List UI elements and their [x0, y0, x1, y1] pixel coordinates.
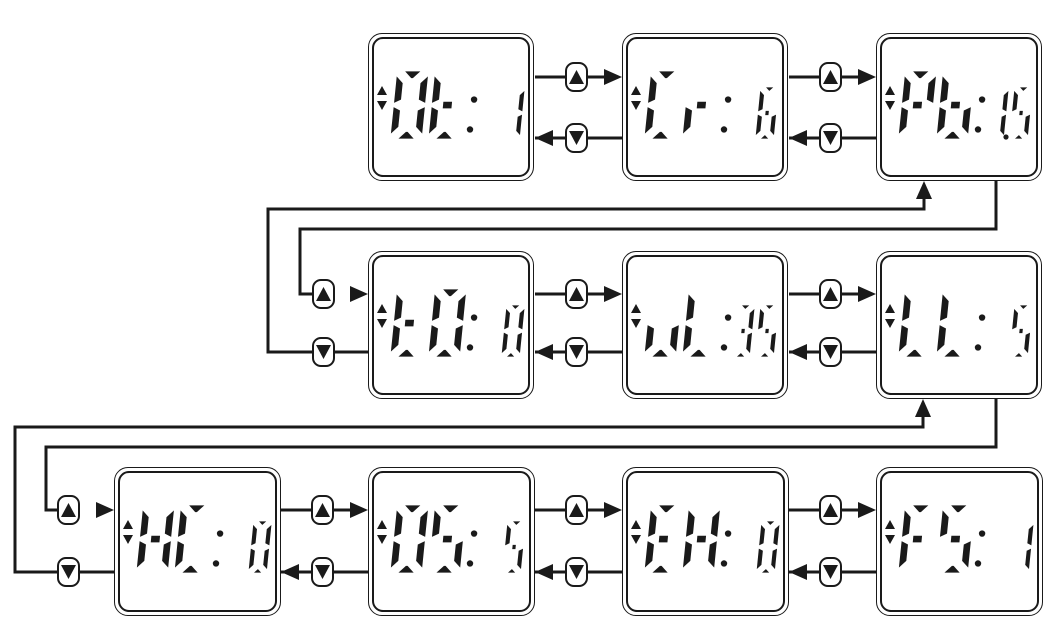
lcd-screen-Cr: Cr: 6: [622, 33, 788, 181]
down-button[interactable]: [57, 557, 80, 587]
lcd-readout: [123, 504, 273, 574]
lcd-readout: [885, 504, 1035, 574]
parameter-value: [515, 89, 526, 137]
up-triangle-icon: [315, 503, 330, 517]
up-triangle-icon: [569, 287, 584, 301]
parameter-code: [897, 70, 972, 140]
parameter-code: [897, 504, 972, 574]
parameter-value: [734, 304, 777, 358]
lcd-readout: [631, 70, 777, 140]
parameter-code: [389, 70, 454, 140]
lcd-screen-Ot: Ot: 1: [368, 33, 534, 181]
down-button[interactable]: [819, 337, 842, 367]
lcd-screen-FS: FS: 1: [876, 467, 1043, 616]
down-triangle-icon: [61, 565, 76, 579]
down-triangle-icon: [315, 565, 330, 579]
up-triangle-icon: [569, 70, 584, 84]
parameter-value: [500, 304, 526, 358]
parameter-code: [643, 70, 707, 140]
up-button[interactable]: [312, 279, 335, 309]
up-button[interactable]: [819, 495, 842, 525]
up-triangle-icon: [316, 287, 331, 301]
parameter-code: [643, 504, 721, 574]
lcd-readout: [631, 504, 781, 574]
lcd-screen-LL: LL: 5: [876, 251, 1042, 399]
up-down-indicator-icon: [377, 304, 387, 328]
down-triangle-icon: [569, 131, 584, 145]
parameter-code: [643, 292, 708, 358]
up-down-indicator-icon: [377, 86, 387, 110]
down-button[interactable]: [312, 337, 335, 367]
up-triangle-icon: [823, 70, 838, 84]
parameter-value: [1011, 304, 1031, 358]
up-button[interactable]: [565, 279, 588, 309]
parameter-value: [247, 520, 273, 574]
up-triangle-icon: [61, 503, 76, 517]
down-button[interactable]: [819, 557, 842, 587]
down-button[interactable]: [565, 337, 588, 367]
up-down-indicator-icon: [377, 520, 387, 544]
lcd-screen-uL: uL: 35: [622, 251, 788, 399]
lcd-readout: [377, 504, 524, 574]
parameter-code: [135, 504, 207, 574]
parameter-value: [754, 86, 777, 140]
lcd-screen-Pb: Pb: 1.5: [876, 33, 1042, 181]
parameter-value: [999, 86, 1031, 140]
parameter-value: [755, 520, 781, 574]
lcd-screen-t0: t0: 0: [368, 251, 534, 399]
lcd-readout: [631, 292, 777, 358]
up-button[interactable]: [311, 495, 334, 525]
up-down-indicator-icon: [631, 304, 641, 328]
parameter-value: [1024, 523, 1035, 571]
lcd-screen-EH: EH: 0: [622, 467, 789, 616]
lcd-readout: [885, 70, 1031, 140]
up-down-indicator-icon: [885, 86, 895, 110]
down-triangle-icon: [823, 131, 838, 145]
up-down-indicator-icon: [885, 304, 895, 328]
down-button[interactable]: [565, 557, 588, 587]
down-triangle-icon: [569, 565, 584, 579]
down-triangle-icon: [823, 565, 838, 579]
down-button[interactable]: [819, 123, 842, 153]
lcd-readout: [377, 70, 526, 140]
lcd-readout: [885, 292, 1031, 358]
up-triangle-icon: [823, 287, 838, 301]
up-button[interactable]: [565, 495, 588, 525]
down-button[interactable]: [311, 557, 334, 587]
up-button[interactable]: [565, 62, 588, 92]
up-down-indicator-icon: [885, 520, 895, 544]
parameter-code: [897, 292, 962, 358]
up-triangle-icon: [569, 503, 584, 517]
up-button[interactable]: [819, 62, 842, 92]
lcd-screen-OS: OS: 5: [368, 467, 535, 616]
up-triangle-icon: [823, 503, 838, 517]
up-down-indicator-icon: [631, 520, 641, 544]
down-triangle-icon: [569, 345, 584, 359]
parameter-code: [389, 504, 464, 574]
down-triangle-icon: [823, 345, 838, 359]
lcd-screen-HC: HC: 0: [114, 467, 281, 616]
parameter-code: [389, 288, 467, 358]
up-down-indicator-icon: [123, 520, 133, 544]
down-button[interactable]: [565, 123, 588, 153]
lcd-readout: [377, 288, 526, 358]
up-button[interactable]: [819, 279, 842, 309]
up-button[interactable]: [57, 495, 80, 525]
up-down-indicator-icon: [631, 86, 641, 110]
parameter-value: [504, 520, 524, 574]
down-triangle-icon: [316, 345, 331, 359]
